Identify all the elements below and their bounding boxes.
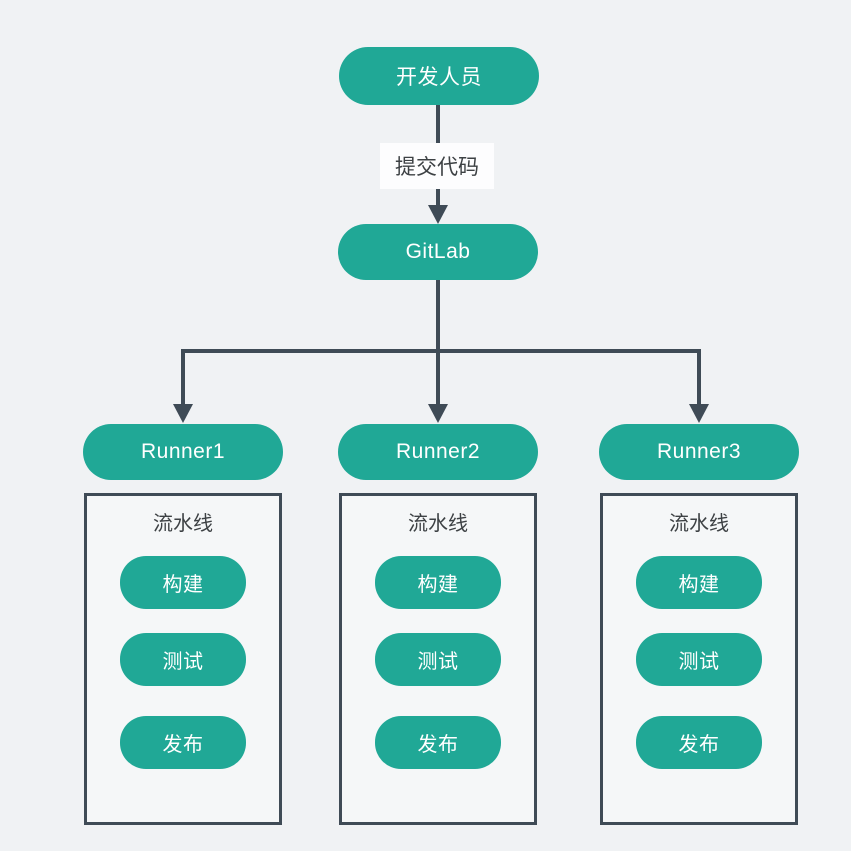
arrowhead-gitlab-icon <box>428 205 448 224</box>
node-gitlab: GitLab <box>338 224 538 280</box>
connector-gitlab-runner2-line <box>436 280 440 404</box>
connector-branch-horizontal-line <box>181 349 701 353</box>
stage-pill-release: 发布 <box>636 716 762 769</box>
stage-pill-test: 测试 <box>375 633 501 686</box>
stage-pill-build: 构建 <box>375 556 501 609</box>
pipeline-box-runner2: 流水线 构建 测试 发布 <box>339 493 537 825</box>
arrowhead-runner3-icon <box>689 404 709 423</box>
stage-pill-test: 测试 <box>636 633 762 686</box>
pipeline-box-runner3: 流水线 构建 测试 发布 <box>600 493 798 825</box>
stage-pill-test: 测试 <box>120 633 246 686</box>
arrowhead-runner1-icon <box>173 404 193 423</box>
arrowhead-runner2-icon <box>428 404 448 423</box>
node-runner1: Runner1 <box>83 424 283 480</box>
pipeline-box-runner1: 流水线 构建 测试 发布 <box>84 493 282 825</box>
node-developer: 开发人员 <box>339 47 539 105</box>
node-runner2: Runner2 <box>338 424 538 480</box>
connector-branch-runner1-line <box>181 349 185 405</box>
stage-pill-release: 发布 <box>120 716 246 769</box>
pipeline-title: 流水线 <box>669 513 729 535</box>
stage-pill-build: 构建 <box>636 556 762 609</box>
connector-branch-runner3-line <box>697 349 701 405</box>
edge-label-commit: 提交代码 <box>380 143 494 189</box>
stage-pill-build: 构建 <box>120 556 246 609</box>
node-runner3: Runner3 <box>599 424 799 480</box>
stage-pill-release: 发布 <box>375 716 501 769</box>
pipeline-title: 流水线 <box>408 513 468 535</box>
pipeline-title: 流水线 <box>153 513 213 535</box>
